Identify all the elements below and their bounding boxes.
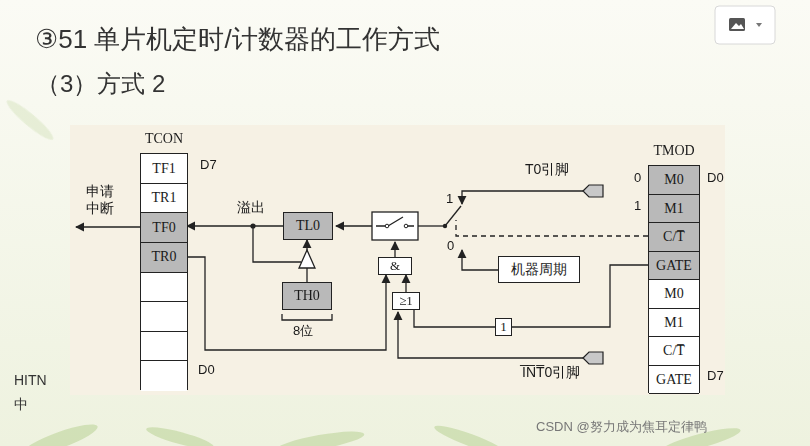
bit-label: D7: [200, 157, 217, 173]
bit-label: D0: [707, 170, 724, 186]
inverter-gate: 1: [495, 318, 512, 336]
register-bit-cell: TR0: [141, 243, 187, 273]
switch-position: 0: [447, 238, 454, 254]
or-gate: ≥1: [392, 292, 420, 310]
box-text: TH0: [294, 288, 320, 303]
clock-source-box: 机器周期: [498, 256, 580, 283]
box-text: C/T̅: [663, 229, 685, 244]
register-bit-cell: C/T̅: [649, 337, 699, 366]
width-bracket: [282, 314, 332, 320]
register-bit-cell: [141, 302, 187, 332]
register-bit-cell: M1: [649, 309, 699, 338]
register-bit-cell: [141, 273, 187, 303]
box-text: 1: [500, 320, 507, 334]
bit-value: 0: [634, 170, 641, 186]
watermark: CSDN @努力成为焦耳定律鸭: [536, 419, 707, 435]
signal-wire: [414, 310, 495, 327]
ct-select-dashed-line: [456, 220, 648, 236]
register-bit-cell: M1: [649, 195, 699, 224]
interrupt-request-arrow: [76, 226, 140, 227]
output-label: 申请中断: [86, 183, 117, 217]
pin-label: T0引脚: [525, 161, 569, 178]
cut-off-text: 中: [14, 396, 28, 413]
diagram-panel: [70, 125, 725, 395]
subtitle: （3）方式 2: [36, 70, 165, 99]
t0-pin-wire: [462, 191, 583, 204]
register-name: TCON: [145, 131, 183, 146]
register-bit-cell: C/T̅: [649, 223, 699, 252]
cut-off-text: HITN: [14, 372, 47, 389]
signal-wire: [405, 275, 406, 292]
box-text: 机器周期: [511, 262, 567, 277]
register-name: TMOD: [653, 143, 694, 158]
box-text: TF1: [152, 161, 175, 176]
signal-wire: [187, 257, 386, 350]
box-text: M1: [664, 315, 683, 330]
slide-title: ③51 单片机定时/计数器的工作方式: [35, 22, 440, 57]
box-text: TF0: [152, 220, 175, 235]
control-switch: [372, 212, 418, 240]
box-text: TR0: [152, 249, 177, 264]
leaf-decoration: [3, 96, 742, 446]
signal-label: 溢出: [237, 199, 265, 216]
counter-register: TL0: [283, 212, 333, 240]
register-bit-cell: TF0: [141, 213, 187, 243]
register-bit-cell: [141, 361, 187, 391]
pin-label: I̅N̅T̅0引脚: [522, 364, 580, 381]
register-bit-cell: [141, 332, 187, 362]
switch-pivot: [443, 224, 447, 228]
box-text: M0: [664, 286, 683, 301]
reload-register: TH0: [282, 282, 332, 310]
junction-dot: [250, 223, 255, 228]
switch-output-wire: [418, 225, 445, 226]
box-text: TR1: [152, 190, 177, 205]
width-label: 8位: [293, 323, 313, 339]
register-bit-cell: M0: [649, 280, 699, 309]
image-icon: [715, 6, 775, 44]
machine-cycle-wire: [462, 250, 498, 270]
box-text: TL0: [296, 218, 320, 233]
box-text: C/T̅: [663, 343, 685, 358]
register-bit-cell: GATE: [649, 252, 699, 281]
and-to-switch-wire: [394, 242, 395, 257]
register-bit-cell: M0: [649, 166, 699, 195]
reload-buffer-triangle: [299, 250, 315, 268]
signal-wire: [187, 225, 283, 226]
switch-position: 1: [446, 191, 453, 207]
box-text: GATE: [656, 372, 692, 387]
count-pulse-wire: [336, 225, 372, 226]
register-bit-cell: TR1: [141, 184, 187, 214]
box-text: GATE: [656, 258, 692, 273]
and-gate: &: [378, 257, 412, 275]
register-tcon: TCONTF1TR1TF0TR0: [140, 153, 188, 390]
int0-pin-wire: [398, 312, 583, 358]
register-bit-cell: TF1: [141, 154, 187, 184]
int0-pin-symbol: [583, 352, 603, 364]
box-text: ≥1: [399, 294, 413, 308]
bit-value: 1: [634, 198, 641, 214]
selector-lever: [445, 206, 461, 226]
register-bit-cell: GATE: [649, 366, 699, 395]
box-text: M0: [664, 172, 683, 187]
box-text: &: [390, 259, 400, 273]
box-text: M1: [664, 201, 683, 216]
t0-pin-symbol: [583, 185, 603, 197]
bit-label: D0: [198, 362, 215, 378]
register-tmod: TMODM0M1C/T̅GATEM0M1C/T̅GATE: [648, 165, 700, 393]
bit-label: D7: [707, 368, 724, 384]
